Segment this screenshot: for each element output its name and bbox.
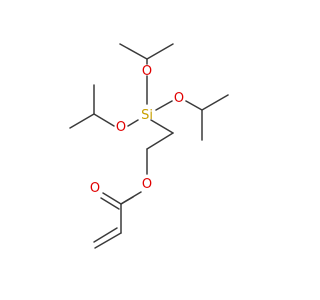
atom-o-right: O xyxy=(174,91,184,106)
bond xyxy=(146,43,174,60)
atom-si: Si xyxy=(141,108,153,123)
bond xyxy=(146,132,174,150)
bond xyxy=(93,227,118,243)
bond xyxy=(100,197,120,210)
atom-o-ester: O xyxy=(142,177,152,192)
bond xyxy=(185,100,203,111)
bond xyxy=(155,100,173,111)
atom-o-top: O xyxy=(142,64,152,79)
bonds xyxy=(69,43,229,249)
molecule-diagram: O O O Si O O xyxy=(69,43,229,249)
bond xyxy=(69,113,95,129)
bond xyxy=(102,192,122,205)
atom-labels: O O O Si O O xyxy=(90,64,184,196)
bond xyxy=(150,119,174,134)
bond xyxy=(94,232,122,249)
bond xyxy=(120,196,134,205)
atom-o-left: O xyxy=(116,120,126,135)
bond xyxy=(127,119,139,127)
structure-canvas: O O O Si O O xyxy=(69,43,229,249)
bond xyxy=(119,43,148,60)
bond xyxy=(201,94,229,111)
bond xyxy=(93,113,115,127)
atom-o-carbonyl: O xyxy=(90,181,100,196)
